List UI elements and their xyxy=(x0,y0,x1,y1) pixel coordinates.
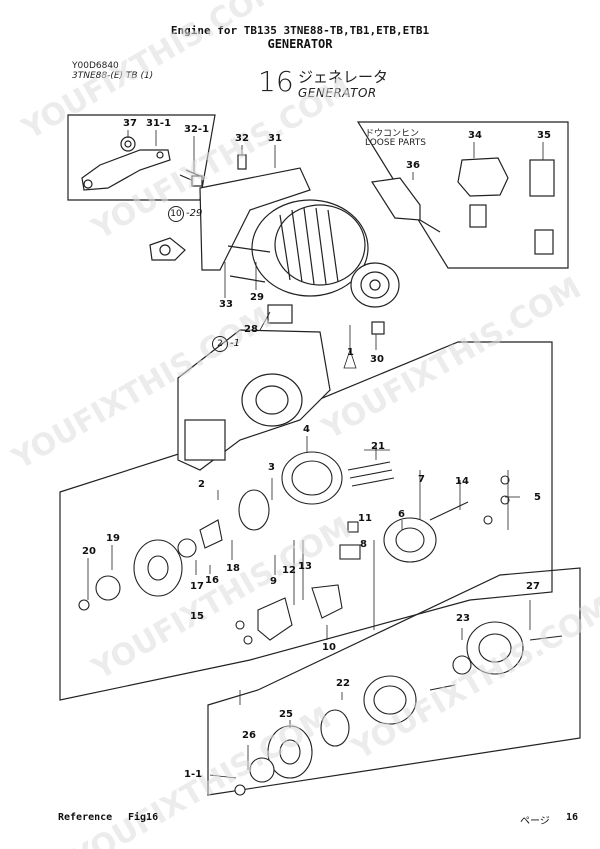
callout-35: 35 xyxy=(537,130,551,141)
callout-4: 4 xyxy=(303,424,310,435)
callout-21: 21 xyxy=(371,441,385,452)
callout-32-1: 32-1 xyxy=(184,124,210,135)
engine-housing xyxy=(177,329,331,471)
callout-5: 5 xyxy=(534,492,541,503)
bracket-31-1 xyxy=(81,136,203,191)
loose-parts xyxy=(370,157,555,255)
figure-model: 3TNE88-(E) TB (1) xyxy=(72,71,154,81)
callout-23: 23 xyxy=(456,613,470,624)
tensioner-part xyxy=(149,237,186,261)
callout-20: 20 xyxy=(82,546,96,557)
figure-number: 16 xyxy=(258,65,294,98)
loose-parts-label-jp: ドウコンヒン xyxy=(365,129,420,139)
leader-lines xyxy=(87,130,544,779)
callout-18: 18 xyxy=(226,563,240,574)
footer-page-number: 16 xyxy=(566,812,579,823)
callout-28: 28 xyxy=(244,324,258,335)
callout-29: 29 xyxy=(250,292,264,303)
callout-10-circle: 10 xyxy=(168,206,184,222)
callout-36: 36 xyxy=(406,160,420,171)
figure-code: Y00D6840 xyxy=(72,61,119,71)
callout-22: 22 xyxy=(336,678,350,689)
loose-parts-label-en: LOOSE PARTS xyxy=(365,138,426,148)
callout-19: 19 xyxy=(106,533,120,544)
callout-1-ref: -1 xyxy=(230,338,240,349)
generator-assembly xyxy=(199,154,400,335)
callout-31: 31 xyxy=(268,133,282,144)
exploded-box-lower xyxy=(207,567,581,796)
callout-11: 11 xyxy=(358,513,372,524)
callout-27: 27 xyxy=(526,581,540,592)
callout-13: 13 xyxy=(298,561,312,572)
callout-14: 14 xyxy=(455,476,469,487)
callout-26: 26 xyxy=(242,730,256,741)
callout-2: 2 xyxy=(198,479,205,490)
header-subtitle: GENERATOR xyxy=(267,37,333,51)
footer-fig: Fig16 xyxy=(128,812,159,823)
header-title: Engine for TB135 3TNE88-TB,TB1,ETB,ETB1 xyxy=(170,24,430,37)
callout-7: 7 xyxy=(418,474,425,485)
footer-reference: Reference xyxy=(58,812,113,823)
callout-3: 3 xyxy=(268,462,275,473)
callout-17: 17 xyxy=(190,581,204,592)
callout-6: 6 xyxy=(398,509,405,520)
callout-9: 9 xyxy=(270,576,277,587)
callout-31-1: 31-1 xyxy=(146,118,172,129)
callout-29-ref: -29 xyxy=(186,208,203,219)
callout-1-1: 1-1 xyxy=(184,769,203,780)
callout-15: 15 xyxy=(190,611,204,622)
lower-components xyxy=(234,621,563,796)
callout-37: 37 xyxy=(123,118,137,129)
callout-1: 1 xyxy=(347,347,354,358)
callout-34: 34 xyxy=(468,130,482,141)
callout-25: 25 xyxy=(279,709,293,720)
exploded-components xyxy=(78,451,510,645)
callout-16: 16 xyxy=(205,575,219,586)
callout-2-circle: 2 xyxy=(212,336,228,352)
callout-10: 10 xyxy=(322,642,336,653)
callout-30: 30 xyxy=(370,354,384,365)
callout-12: 12 xyxy=(282,565,296,576)
callout-33: 33 xyxy=(219,299,233,310)
callout-8: 8 xyxy=(360,539,367,550)
figure-title-jp: ジェネレータ xyxy=(298,68,389,86)
callout-32: 32 xyxy=(235,133,249,144)
footer-page-label: ページ xyxy=(520,816,550,827)
figure-title-en: GENERATOR xyxy=(298,86,377,100)
